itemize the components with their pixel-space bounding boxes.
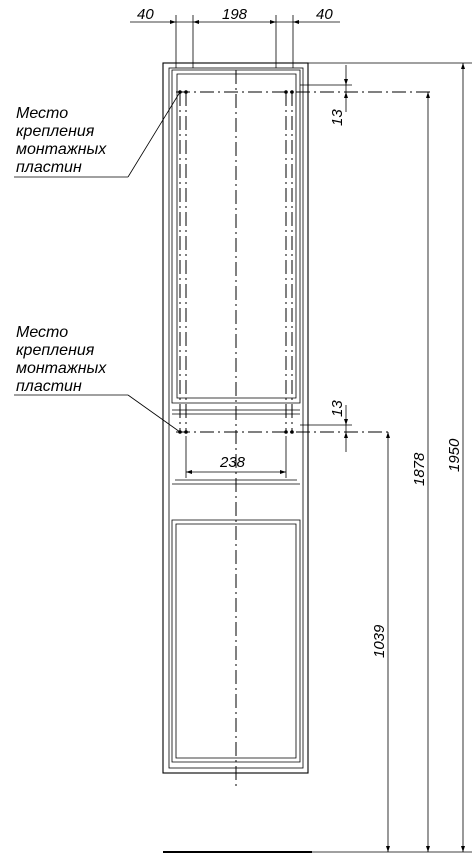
dim-gap-upper: 13: [329, 109, 346, 126]
label-upper-line-3: монтажных: [16, 141, 107, 158]
label-lower-line-1: Место: [16, 324, 68, 341]
label-lower-line-3: монтажных: [16, 360, 107, 377]
mounting-plate-upper: [176, 90, 430, 94]
dim-top-right: 40: [316, 6, 333, 23]
dim-top-left: 40: [137, 6, 154, 23]
label-upper-line-2: крепления: [16, 123, 95, 140]
dim-height-plates: 1878: [411, 452, 428, 486]
top-dimension-lines: [130, 15, 340, 68]
dim-top-middle: 198: [222, 6, 248, 23]
dim-gap-lower: 13: [329, 400, 346, 417]
inner-width-dimension: [185, 436, 287, 478]
mounting-plate-lower: [176, 430, 390, 434]
dim-height-total: 1950: [446, 438, 463, 472]
dim-inner-width: 238: [219, 454, 246, 471]
dim-height-lower-plates: 1039: [371, 624, 388, 658]
label-upper: Место крепления монтажных пластин: [16, 105, 107, 176]
label-upper-line-4: пластин: [16, 159, 82, 176]
right-dimension-lines: [300, 62, 472, 853]
label-lower: Место крепления монтажных пластин: [16, 324, 107, 395]
label-upper-line-1: Место: [16, 105, 68, 122]
label-lower-line-4: пластин: [16, 378, 82, 395]
hidden-lines: [179, 92, 293, 432]
label-lower-line-2: крепления: [16, 342, 95, 359]
label-leaders: [14, 91, 181, 433]
